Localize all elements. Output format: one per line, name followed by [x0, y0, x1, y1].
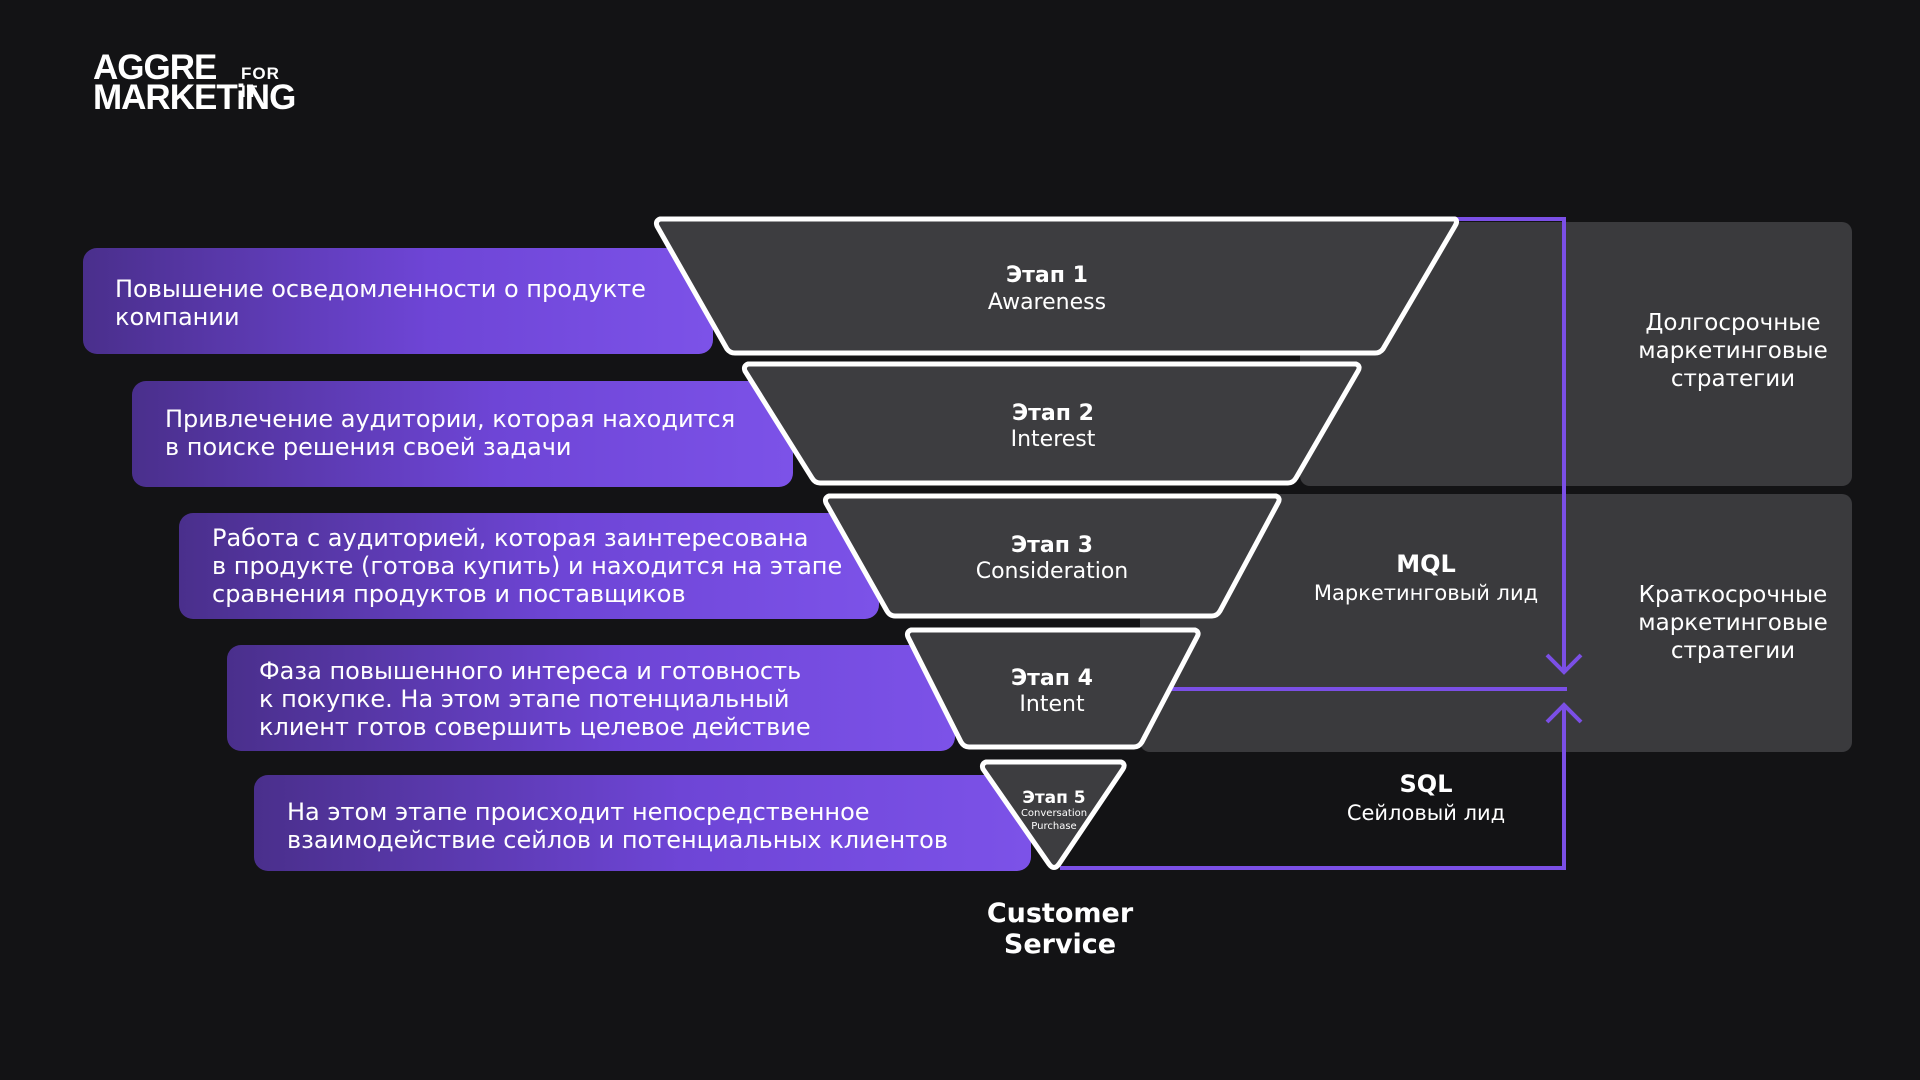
customer-service-label: Customer Service — [986, 898, 1134, 960]
funnel-stage-4 — [904, 627, 1201, 750]
funnel-stage-3 — [822, 493, 1282, 619]
stage-2-description-pill — [132, 381, 793, 487]
stage-2-subtitle: Interest — [1011, 427, 1096, 452]
sql-subtitle: Сейловый лид — [1346, 801, 1506, 825]
stage-4-description-pill — [227, 645, 955, 751]
mql-title: MQL — [1396, 550, 1456, 578]
stage-2-description: Привлечение аудитории, которая находится… — [165, 405, 736, 461]
mql-label-block: MQL Маркетинговый лид — [1296, 549, 1556, 607]
stage-3-description: Работа с аудиторией, которая заинтересов… — [212, 524, 843, 608]
stage-5-title: Этап 5 — [1022, 788, 1085, 808]
stage-3-subtitle: Consideration — [976, 559, 1129, 584]
stage-1-description: Повышение осведомленности о продукте ком… — [115, 275, 646, 331]
stage-1-title: Этап 1 — [1006, 263, 1088, 288]
sql-arrow-head — [1545, 702, 1583, 724]
stage-5-description-pill — [254, 775, 1031, 871]
stage-3-description-pill — [179, 513, 879, 619]
stage-5-subtitle: Conversation — [1021, 808, 1087, 819]
lead-flow-connectors — [1060, 217, 1583, 870]
funnel-stage-2 — [741, 361, 1362, 486]
logo-line-1: AGGRE — [93, 48, 217, 87]
long-term-strategy-label: Долгосрочные маркетинговые стратегии — [1638, 310, 1828, 392]
stage-4-title: Этап 4 — [1011, 666, 1093, 691]
funnel-stage-1 — [653, 216, 1459, 356]
stage-4-description: Фаза повышенного интереса и готовность к… — [259, 657, 811, 741]
stage-4-subtitle: Intent — [1019, 692, 1085, 717]
mql-subtitle: Маркетинговый лид — [1313, 581, 1539, 605]
sql-title: SQL — [1399, 770, 1453, 798]
stage-5-subtitle-2: Purchase — [1031, 821, 1076, 832]
funnel-stage-5 — [979, 759, 1127, 870]
stage-1-subtitle: Awareness — [988, 290, 1106, 315]
stage-1-description-pill — [83, 248, 713, 354]
short-term-strategy-label: Краткосрочные маркетинговые стратегии — [1638, 582, 1828, 664]
stage-5-description: На этом этапе происходит непосредственно… — [287, 798, 948, 854]
stage-2-title: Этап 2 — [1012, 401, 1094, 426]
stage-3-title: Этап 3 — [1011, 533, 1093, 558]
sql-label-block: SQL Сейловый лид — [1296, 769, 1556, 827]
sql-connector-line — [1060, 707, 1566, 870]
logo-line-2: MARKETiNG — [93, 78, 296, 117]
mql-connector-line — [1455, 217, 1566, 670]
mql-arrow-head — [1545, 653, 1583, 675]
logo-suffix: FOR IT — [241, 64, 280, 101]
